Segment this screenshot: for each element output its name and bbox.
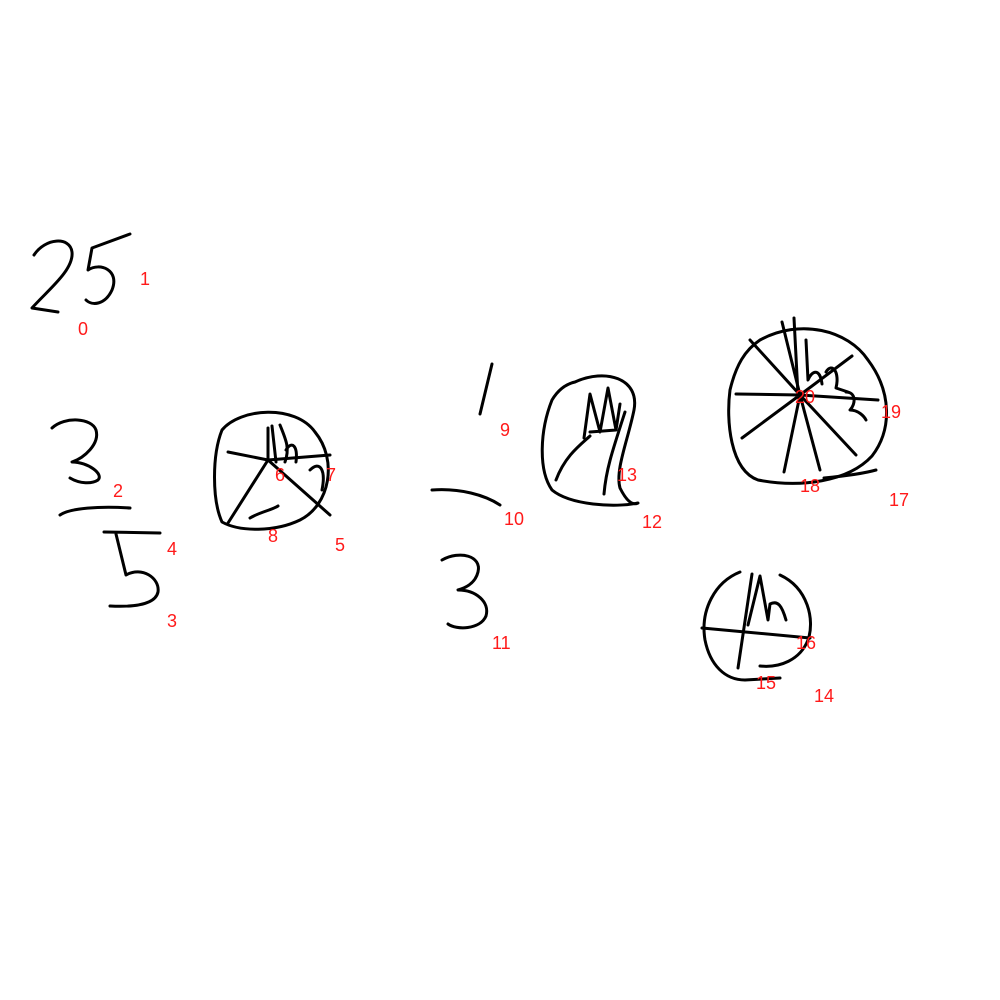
stroke-12 (540, 374, 640, 507)
label-14: 14 (814, 686, 835, 706)
label-5: 5 (335, 535, 346, 555)
stroke-9 (478, 362, 494, 416)
stroke-0 (30, 239, 74, 314)
stroke-7 (226, 450, 332, 525)
label-16: 16 (796, 633, 817, 653)
label-3: 3 (167, 611, 178, 631)
stroke-18 (727, 327, 888, 485)
label-19: 19 (881, 402, 902, 422)
label-6: 6 (275, 465, 286, 485)
label-20: 20 (795, 387, 816, 407)
label-13: 13 (617, 465, 638, 485)
label-8: 8 (268, 526, 279, 546)
label-17: 17 (889, 490, 910, 510)
stroke-16 (700, 572, 812, 670)
stroke-15 (702, 570, 782, 682)
stroke-6 (266, 423, 298, 464)
label-11: 11 (492, 633, 511, 653)
stroke-2b (58, 505, 132, 517)
label-4: 4 (167, 539, 178, 559)
label-2: 2 (113, 481, 124, 501)
stroke-13 (554, 386, 627, 496)
label-10: 10 (504, 509, 525, 529)
stroke-5 (213, 410, 330, 531)
label-12: 12 (642, 512, 663, 532)
stroke-10 (430, 488, 502, 507)
label-1: 1 (140, 269, 151, 289)
stroke-8 (248, 504, 280, 520)
label-7: 7 (326, 465, 337, 485)
stroke-1 (84, 232, 132, 305)
stroke-3 (108, 532, 160, 608)
stroke-17 (822, 468, 878, 480)
label-15: 15 (756, 673, 777, 693)
stroke-2 (50, 418, 101, 485)
label-9: 9 (500, 420, 511, 440)
stroke-14 (758, 573, 812, 668)
stroke-20 (804, 338, 868, 422)
label-18: 18 (800, 476, 821, 496)
label-0: 0 (78, 319, 89, 339)
stroke-11 (440, 553, 489, 630)
stroke-19 (734, 316, 880, 474)
stroke-4 (102, 530, 162, 535)
